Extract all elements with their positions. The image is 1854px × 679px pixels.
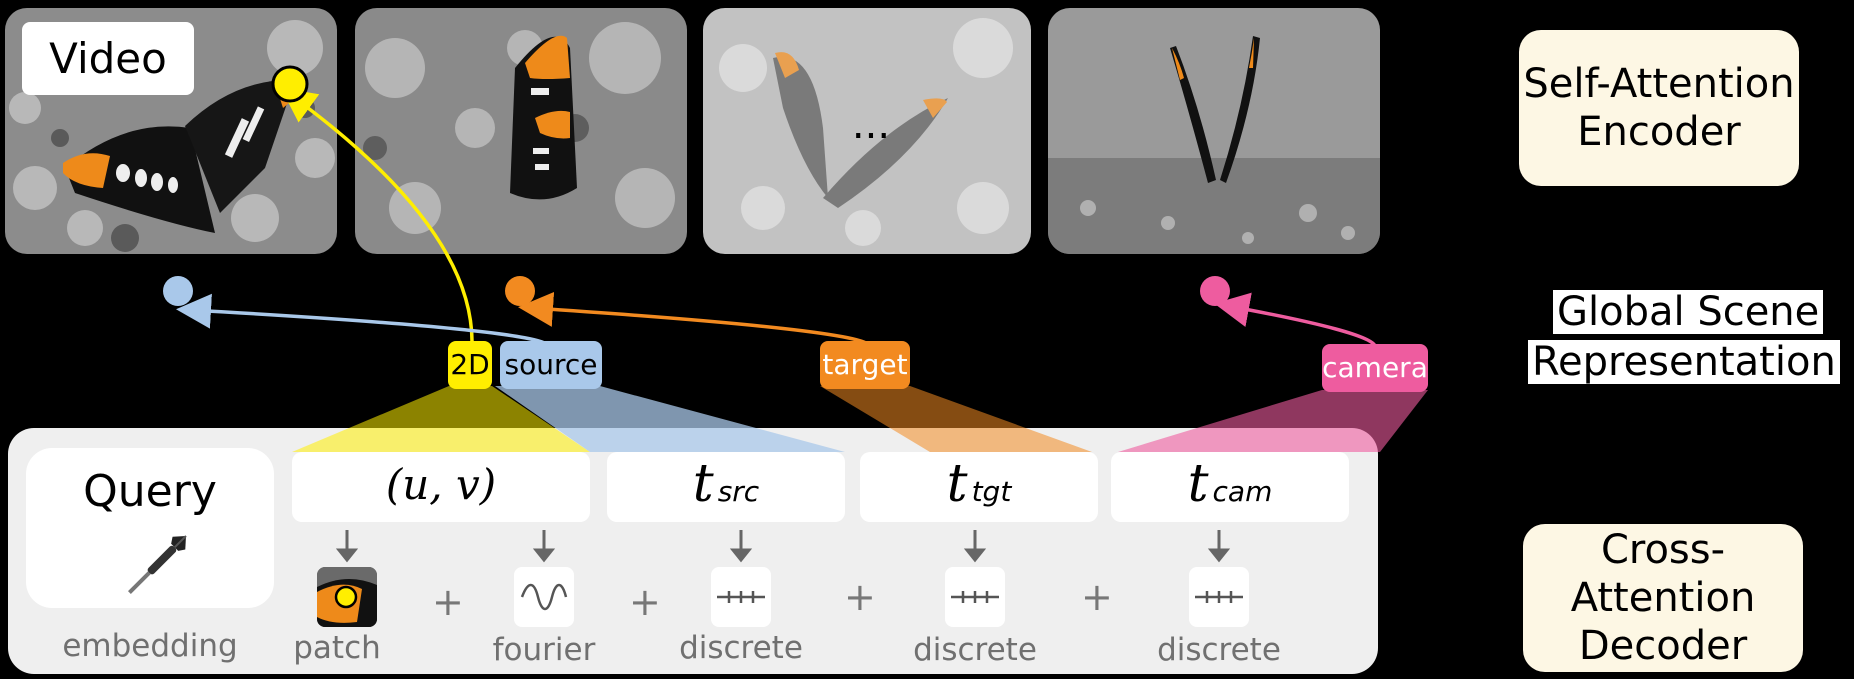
plus-1: + xyxy=(432,580,464,624)
ttgt-t: t xyxy=(946,454,968,514)
patch-caption: patch xyxy=(293,630,381,666)
plus-3: + xyxy=(844,575,876,619)
query-card: Query xyxy=(26,448,274,608)
dart-icon xyxy=(128,535,187,594)
video-frame-4 xyxy=(1048,8,1380,254)
video-label: Video xyxy=(22,22,194,95)
patch-token xyxy=(317,567,377,627)
chip-camera: camera xyxy=(1322,344,1428,392)
discrete-src-token xyxy=(711,567,771,627)
uv-field-text: (u, v) xyxy=(385,460,497,509)
uv-field-card: (u, v) xyxy=(292,452,590,522)
video-frame-3: ... xyxy=(703,8,1031,254)
query-point-yellow xyxy=(271,65,309,103)
fourier-caption: fourier xyxy=(492,632,596,668)
chip-target: target xyxy=(820,341,910,389)
encoder-line-1: Self-Attention xyxy=(1523,61,1795,107)
uv-connector xyxy=(292,386,590,452)
video-frame-2 xyxy=(355,8,687,254)
tsrc-t: t xyxy=(692,454,714,514)
source-connector xyxy=(495,386,845,452)
discrete-cam-caption: discrete xyxy=(1157,632,1281,668)
wave-icon xyxy=(520,583,568,611)
ttgt-sub: tgt xyxy=(971,475,1012,508)
discrete-src-caption: discrete xyxy=(679,630,803,666)
arrow-camera xyxy=(1214,292,1377,347)
discrete-tgt-token xyxy=(945,567,1005,627)
ticks-icon xyxy=(1195,591,1243,603)
discrete-tgt-caption: discrete xyxy=(913,632,1037,668)
scene-label-line-2: Representation xyxy=(1528,340,1840,384)
plus-2: + xyxy=(629,580,661,624)
camera-point xyxy=(1200,276,1230,306)
ticks-icon xyxy=(717,591,765,603)
patch-thumbnail-icon xyxy=(317,567,377,627)
encoder-line-2: Encoder xyxy=(1577,109,1741,155)
ticks-icon xyxy=(951,591,999,603)
arrow-2d xyxy=(280,87,474,347)
arrow-source xyxy=(176,293,550,348)
query-title: Query xyxy=(83,466,217,517)
decoder-line-2: Decoder xyxy=(1578,623,1748,669)
source-point xyxy=(163,276,193,306)
decoder-line-1: Cross-Attention xyxy=(1570,527,1756,621)
chip-2d: 2D xyxy=(448,341,492,389)
tcam-t: t xyxy=(1187,454,1209,514)
target-connector xyxy=(820,386,1092,452)
scene-label-line-1: Global Scene xyxy=(1553,290,1824,334)
fourier-token xyxy=(514,567,574,627)
embedding-caption: embedding xyxy=(62,628,238,664)
chip-source: source xyxy=(500,341,602,389)
plus-4: + xyxy=(1081,575,1113,619)
camera-connector xyxy=(1118,390,1428,452)
tsrc-sub: src xyxy=(717,475,760,508)
target-point xyxy=(505,276,535,306)
discrete-cam-token xyxy=(1189,567,1249,627)
tcam-sub: cam xyxy=(1212,475,1273,508)
ellipsis-text: ... xyxy=(852,102,890,148)
